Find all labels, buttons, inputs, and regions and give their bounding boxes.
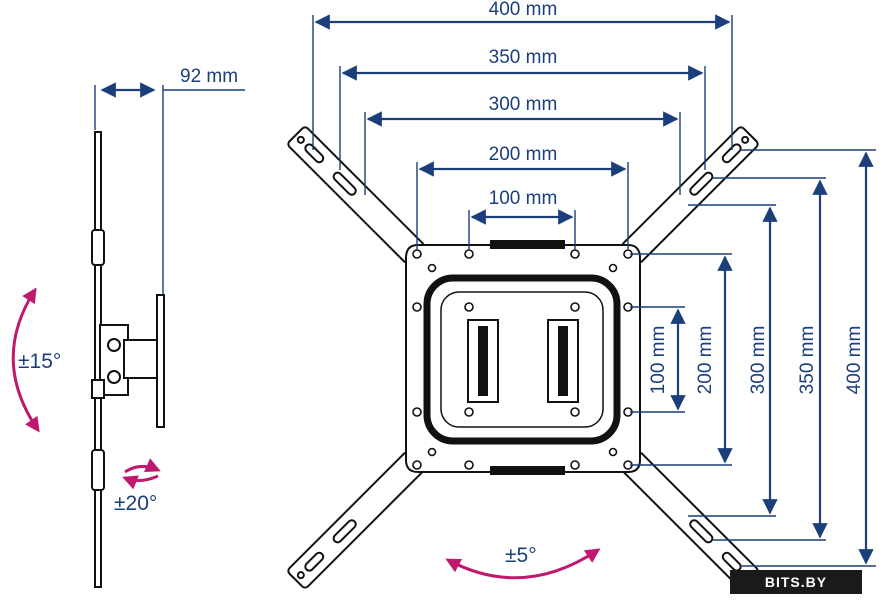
bracket-right-core <box>558 326 568 396</box>
width-350-label: 350 mm <box>489 47 558 68</box>
arm-bottom-left <box>287 451 425 589</box>
swivel-arrow-top <box>124 458 161 474</box>
width-400-label: 400 mm <box>489 0 558 20</box>
rotation-label: ±5° <box>505 544 537 567</box>
front-view: 400 mm 350 mm 300 mm 200 mm 100 mm 100 m… <box>287 0 876 589</box>
height-dimensions: 100 mm 200 mm 300 mm 350 mm 400 mm <box>630 149 876 567</box>
width-200-label: 200 mm <box>489 144 558 165</box>
side-tv-plate <box>156 294 165 428</box>
tilt-arrow <box>11 287 40 433</box>
height-200-label: 200 mm <box>695 326 716 395</box>
rotation-arrow <box>445 548 601 580</box>
width-dimensions: 400 mm 350 mm 300 mm 200 mm 100 mm <box>312 0 733 250</box>
mount-holes <box>412 249 633 470</box>
plate-frame <box>423 274 621 445</box>
side-hook-bottom <box>91 449 105 491</box>
bracket-left-core <box>478 326 488 396</box>
watermark-logo: BITS.BY <box>730 570 862 594</box>
swivel-label: ±20° <box>114 492 157 515</box>
side-bolt-2 <box>107 370 121 384</box>
side-knob <box>91 379 105 399</box>
height-300-label: 300 mm <box>748 326 769 395</box>
height-350-label: 350 mm <box>797 326 818 395</box>
tilt-label: ±15° <box>18 350 61 373</box>
plate-frame-inner <box>440 291 604 428</box>
arm-bottom-right <box>621 451 759 589</box>
side-view: 92 mm ±15° ±20° <box>11 66 245 588</box>
width-100-label: 100 mm <box>489 188 558 209</box>
side-arm <box>123 339 161 379</box>
arm-top-right <box>621 126 759 264</box>
depth-label: 92 mm <box>180 66 238 87</box>
arm-top-left <box>287 126 425 264</box>
side-hook-top <box>91 229 105 266</box>
plate-bottom-lip <box>490 466 565 475</box>
width-300-label: 300 mm <box>489 94 558 115</box>
height-400-label: 400 mm <box>844 326 865 395</box>
height-100-label: 100 mm <box>648 326 669 395</box>
side-bolt-1 <box>107 338 121 352</box>
plate-top-lip <box>490 240 565 249</box>
mount-plate <box>405 244 641 473</box>
swivel-arrow-bottom <box>122 474 159 490</box>
